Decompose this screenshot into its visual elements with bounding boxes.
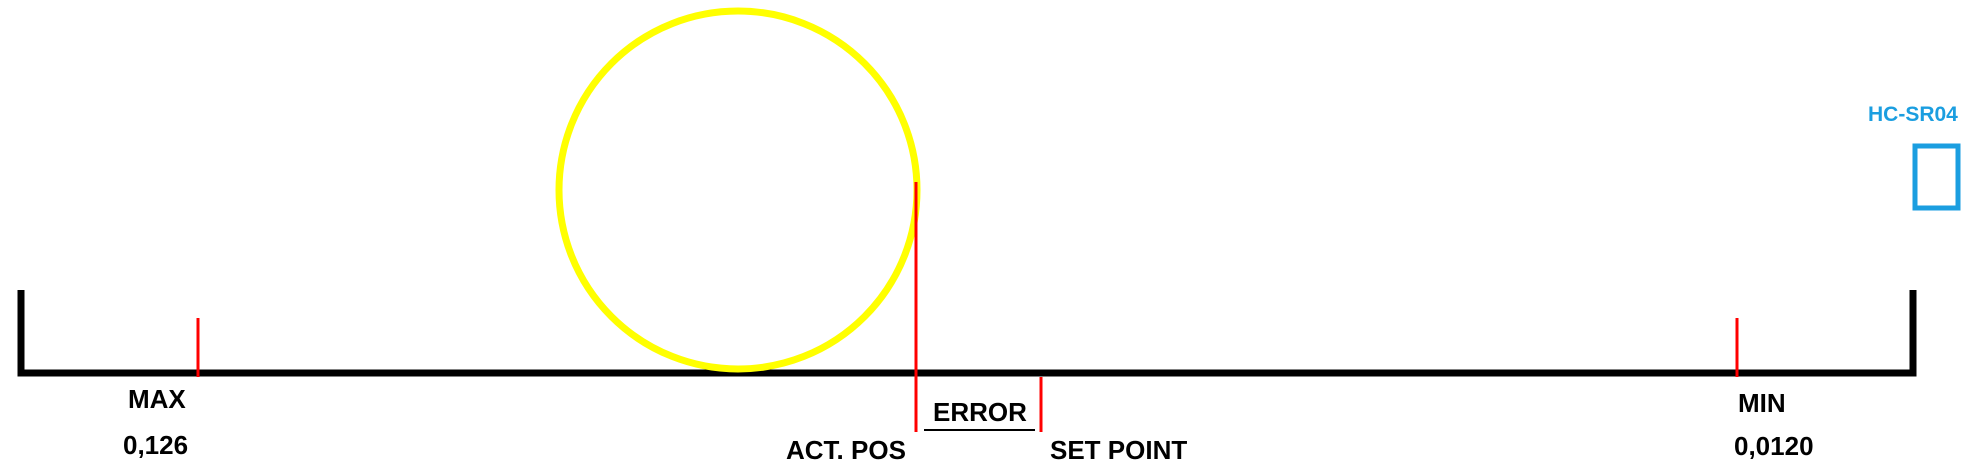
min-label: MIN (1738, 388, 1786, 418)
max-value: 0,126 (123, 430, 189, 460)
beam (17, 290, 1917, 377)
ball (555, 7, 921, 373)
min-value: 0,0120 (1734, 431, 1814, 461)
max-label: MAX (128, 384, 186, 414)
sensor-label: HC-SR04 (1868, 103, 1958, 126)
sensor-box (1912, 143, 1961, 211)
actual-position-label: ACT. POS (786, 435, 906, 465)
error-label: ERROR (933, 397, 1027, 427)
set-point-label: SET POINT (1050, 435, 1188, 465)
